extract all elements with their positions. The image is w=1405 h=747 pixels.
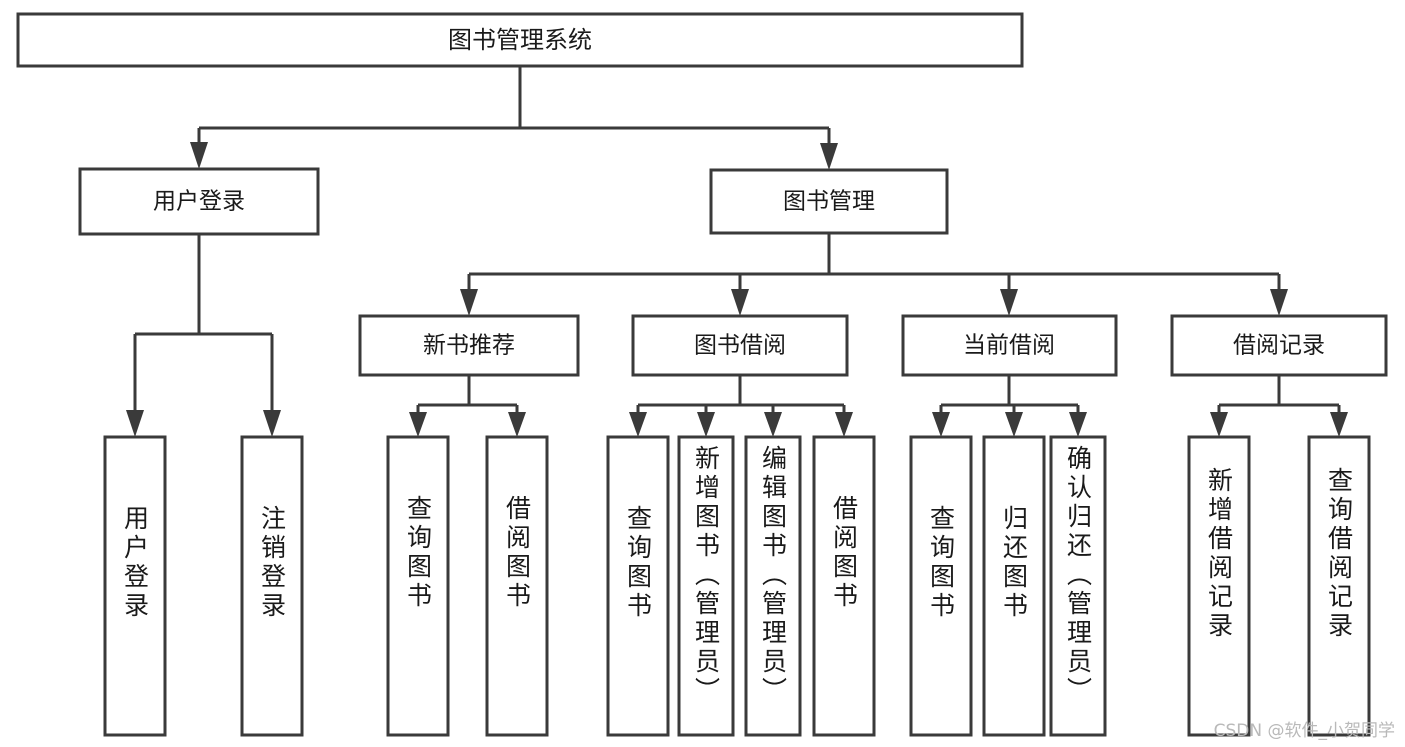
arrowhead-book-mgmt bbox=[820, 143, 838, 170]
node-new-book-recommend-box[interactable] bbox=[358, 314, 580, 377]
arrowhead-leaf-edit-book bbox=[764, 412, 782, 437]
csdn-watermark: CSDN @软件_小贺同学 bbox=[1213, 721, 1395, 741]
arrowhead-leaf-return-book bbox=[1005, 412, 1023, 437]
node-book-management-box[interactable] bbox=[709, 168, 949, 235]
node-borrow-record-label: 借阅记录 bbox=[1233, 333, 1325, 359]
leaf-box-query-record[interactable] bbox=[1307, 435, 1371, 737]
arrowhead-leaf-query-record bbox=[1330, 412, 1348, 437]
node-book-management-label: 图书管理 bbox=[783, 189, 875, 215]
arrowhead-new-book-rec bbox=[460, 289, 478, 316]
arrowhead-leaf-logout bbox=[263, 410, 281, 437]
leaf-box-query-book-c[interactable] bbox=[909, 435, 973, 737]
node-root-system-label: 图书管理系统 bbox=[448, 26, 592, 54]
node-user-login-label: 用户登录 bbox=[153, 189, 245, 215]
arrowhead-leaf-add-record bbox=[1210, 412, 1228, 437]
arrowhead-borrow-record bbox=[1270, 289, 1288, 316]
node-book-borrow-label: 图书借阅 bbox=[694, 333, 786, 359]
leaf-box-query-book-b[interactable] bbox=[606, 435, 670, 737]
arrowhead-leaf-query-book-b bbox=[629, 412, 647, 437]
node-book-borrow[interactable]: 图书借阅 bbox=[631, 314, 849, 377]
leaf-box-return-book[interactable] bbox=[982, 435, 1046, 737]
node-user-login-box[interactable] bbox=[78, 167, 320, 236]
arrowhead-user-login bbox=[190, 142, 208, 169]
node-new-book-recommend[interactable]: 新书推荐 bbox=[358, 314, 580, 377]
arrowhead-leaf-borrow-book-a bbox=[508, 412, 526, 437]
node-new-book-recommend-label: 新书推荐 bbox=[423, 333, 515, 359]
arrowhead-book-borrow bbox=[731, 289, 749, 316]
leaf-box-query-book-a[interactable] bbox=[386, 435, 450, 737]
leaf-box-add-book[interactable] bbox=[677, 435, 735, 737]
connector-layer bbox=[126, 66, 1348, 437]
arrowhead-current-borrow bbox=[1000, 289, 1018, 316]
leaf-box-layer bbox=[103, 435, 1371, 737]
arrowhead-leaf-borrow-book-b bbox=[835, 412, 853, 437]
node-book-borrow-box[interactable] bbox=[631, 314, 849, 377]
node-root-system-box[interactable] bbox=[16, 12, 1024, 68]
node-current-borrow[interactable]: 当前借阅 bbox=[901, 314, 1118, 377]
leaf-box-borrow-book-a[interactable] bbox=[485, 435, 549, 737]
node-borrow-record[interactable]: 借阅记录 bbox=[1170, 314, 1388, 377]
leaf-box-borrow-book-b[interactable] bbox=[812, 435, 876, 737]
arrowhead-leaf-confirm-return bbox=[1069, 412, 1087, 437]
leaf-box-add-record[interactable] bbox=[1187, 435, 1251, 737]
node-user-login[interactable]: 用户登录 bbox=[78, 167, 320, 236]
node-current-borrow-label: 当前借阅 bbox=[963, 333, 1055, 359]
leaf-box-confirm-return[interactable] bbox=[1049, 435, 1107, 737]
arrowhead-leaf-add-book bbox=[697, 412, 715, 437]
leaf-box-user-login[interactable] bbox=[103, 435, 167, 737]
node-borrow-record-box[interactable] bbox=[1170, 314, 1388, 377]
arrowhead-leaf-user-login bbox=[126, 410, 144, 437]
leaf-box-edit-book[interactable] bbox=[744, 435, 802, 737]
node-root-system[interactable]: 图书管理系统 bbox=[16, 12, 1024, 68]
node-book-management[interactable]: 图书管理 bbox=[709, 168, 949, 235]
arrowhead-leaf-query-book-c bbox=[932, 412, 950, 437]
arrowhead-leaf-query-book-a bbox=[409, 412, 427, 437]
node-current-borrow-box[interactable] bbox=[901, 314, 1118, 377]
leaf-box-logout[interactable] bbox=[240, 435, 304, 737]
